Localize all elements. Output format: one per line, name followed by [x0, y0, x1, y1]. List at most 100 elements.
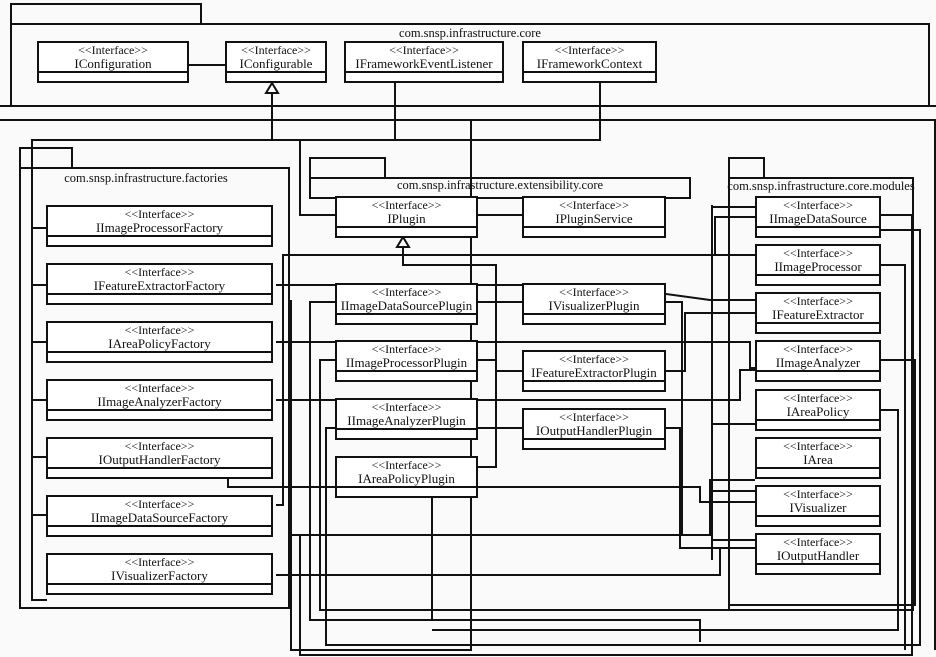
interface-name: IVisualizerPlugin — [549, 298, 640, 313]
class-box-frame — [755, 340, 881, 382]
class-box-frame — [755, 244, 881, 286]
stereotype-label: <<Interface>> — [783, 294, 853, 308]
class-box-frame — [755, 533, 881, 575]
class-box-frame — [522, 196, 666, 238]
stereotype-label: <<Interface>> — [783, 487, 853, 501]
class-box-frame — [755, 292, 881, 334]
interface-name: IVisualizer — [790, 500, 848, 515]
interface-box: <<Interface>>IFeatureExtractorFactory — [46, 263, 273, 305]
package-extensibility: com.snsp.infrastructure.extensibility.co… — [309, 157, 691, 199]
stereotype-label: <<Interface>> — [78, 43, 148, 57]
class-box-frame — [755, 437, 881, 479]
stereotype-label: <<Interface>> — [559, 352, 629, 366]
stereotype-label: <<Interface>> — [559, 285, 629, 299]
stereotype-label: <<Interface>> — [783, 439, 853, 453]
interface-box: <<Interface>>IFeatureExtractor — [755, 292, 881, 334]
package-name: com.snsp.infrastructure.factories — [64, 171, 228, 185]
class-box-frame — [522, 350, 666, 392]
interface-box: <<Interface>>IAreaPolicy — [755, 389, 881, 431]
interface-box: <<Interface>>IVisualizer — [755, 485, 881, 527]
class-box-frame — [46, 553, 273, 595]
interface-box: <<Interface>>IOutputHandlerFactory — [46, 437, 273, 479]
package-body — [309, 177, 691, 199]
interface-name: IAreaPolicyFactory — [108, 336, 211, 351]
stereotype-label: <<Interface>> — [559, 410, 629, 424]
interface-name: IImageAnalyzer — [776, 355, 861, 370]
stereotype-label: <<Interface>> — [559, 198, 629, 212]
interface-name: IOutputHandlerFactory — [98, 452, 221, 467]
stereotype-label: <<Interface>> — [125, 207, 195, 221]
stereotype-label: <<Interface>> — [783, 246, 853, 260]
interface-box: <<Interface>>IFeatureExtractorPlugin — [522, 350, 666, 392]
interface-box: <<Interface>>IImageAnalyzerPlugin — [335, 398, 478, 440]
interface-name: IArea — [803, 452, 833, 467]
package-tab — [19, 147, 73, 169]
interface-box: <<Interface>>IFrameworkContext — [522, 41, 657, 83]
class-box-frame — [46, 379, 273, 421]
interface-box: <<Interface>>IImageProcessorPlugin — [335, 340, 478, 382]
interface-box: <<Interface>>IImageProcessorFactory — [46, 205, 273, 247]
class-box-frame — [37, 41, 189, 83]
stereotype-label: <<Interface>> — [125, 381, 195, 395]
class-box-frame — [522, 283, 666, 325]
interface-boxes: <<Interface>>IConfiguration<<Interface>>… — [37, 41, 881, 595]
class-box-frame — [522, 41, 657, 83]
interface-box: <<Interface>>IConfiguration — [37, 41, 189, 83]
class-box-frame — [225, 41, 327, 83]
package-tab — [309, 157, 386, 179]
interface-name: IImageDataSourcePlugin — [341, 298, 473, 313]
interface-box: <<Interface>>IFrameworkEventListener — [344, 41, 504, 83]
interface-name: IPluginService — [555, 211, 632, 226]
interface-name: IPlugin — [387, 211, 426, 226]
stereotype-label: <<Interface>> — [125, 265, 195, 279]
interface-box: <<Interface>>IPluginService — [522, 196, 666, 238]
interface-box: <<Interface>>IConfigurable — [225, 41, 327, 83]
interface-name: IFeatureExtractorFactory — [94, 278, 226, 293]
connectors — [0, 64, 936, 656]
interface-name: IAreaPolicy — [787, 404, 850, 419]
interface-name: IFeatureExtractorPlugin — [531, 365, 657, 380]
class-box-frame — [335, 398, 478, 440]
interface-box: <<Interface>>IVisualizerPlugin — [522, 283, 666, 325]
interface-name: IImageDataSourceFactory — [91, 510, 229, 525]
class-box-frame — [344, 41, 504, 83]
class-box-frame — [46, 205, 273, 247]
class-box-frame — [335, 196, 478, 238]
package-tab — [728, 157, 765, 179]
interface-name: IOutputHandler — [777, 548, 860, 563]
package-tab — [10, 3, 202, 25]
class-box-frame — [46, 321, 273, 363]
stereotype-label: <<Interface>> — [389, 43, 459, 57]
stereotype-label: <<Interface>> — [125, 497, 195, 511]
stereotype-label: <<Interface>> — [783, 342, 853, 356]
interface-name: IImageProcessorFactory — [96, 220, 224, 235]
class-box-frame — [755, 485, 881, 527]
stereotype-label: <<Interface>> — [783, 198, 853, 212]
class-box-frame — [46, 495, 273, 537]
interface-name: IImageProcessor — [774, 259, 862, 274]
stereotype-label: <<Interface>> — [783, 391, 853, 405]
interface-box: <<Interface>>IImageAnalyzer — [755, 340, 881, 382]
stereotype-label: <<Interface>> — [372, 458, 442, 472]
interface-name: IFrameworkContext — [537, 56, 643, 71]
class-box-frame — [335, 456, 478, 498]
package-name: com.snsp.infrastructure.core — [399, 26, 541, 40]
class-box-frame — [46, 263, 273, 305]
class-box-frame — [46, 437, 273, 479]
interface-name: IConfigurable — [240, 56, 313, 71]
interface-box: <<Interface>>IVisualizerFactory — [46, 553, 273, 595]
package-name: com.snsp.infrastructure.extensibility.co… — [397, 178, 604, 192]
stereotype-label: <<Interface>> — [372, 342, 442, 356]
package-name: com.snsp.infrastructure.core.modules — [727, 179, 915, 193]
stereotype-label: <<Interface>> — [125, 323, 195, 337]
class-box-frame — [335, 283, 478, 325]
interface-box: <<Interface>>IImageProcessor — [755, 244, 881, 286]
stereotype-label: <<Interface>> — [241, 43, 311, 57]
class-box-frame — [522, 408, 666, 450]
interface-box: <<Interface>>IImageDataSource — [755, 196, 881, 238]
interface-name: IVisualizerFactory — [111, 568, 208, 583]
interface-name: IImageProcessorPlugin — [346, 355, 468, 370]
class-box-frame — [755, 389, 881, 431]
stereotype-label: <<Interface>> — [372, 285, 442, 299]
interface-name: IImageAnalyzerPlugin — [347, 413, 466, 428]
